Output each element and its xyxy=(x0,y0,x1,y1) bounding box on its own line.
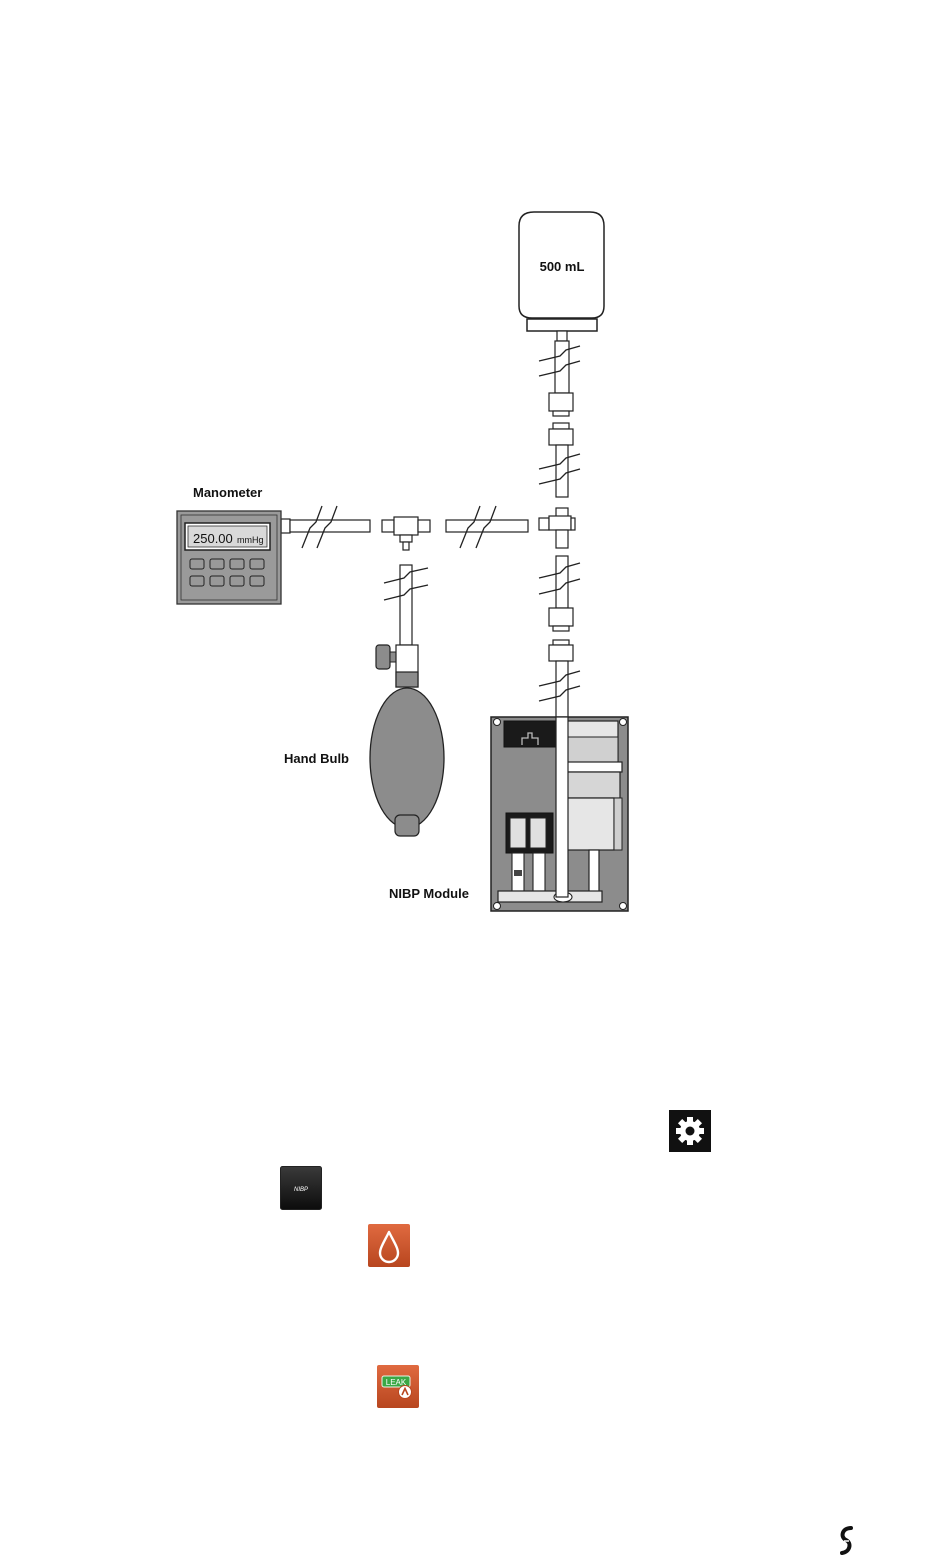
gear-icon[interactable] xyxy=(669,1110,711,1152)
manometer-unit: mmHg xyxy=(237,535,264,545)
drop-icon[interactable] xyxy=(368,1224,410,1267)
hand-bulb: Hand Bulb xyxy=(284,565,444,836)
manometer: 250.00 mmHg Manometer xyxy=(177,485,281,604)
nibp-tile-icon[interactable]: NIBP xyxy=(280,1166,322,1210)
brand-logo-icon xyxy=(836,1525,858,1557)
bottle-label: 500 mL xyxy=(540,259,585,274)
leak-test-icon[interactable]: LEAK xyxy=(377,1365,419,1408)
vertical-tubing xyxy=(539,341,575,721)
manometer-reading: 250.00 xyxy=(193,531,233,546)
nibp-module-label: NIBP Module xyxy=(389,886,469,901)
manometer-label: Manometer xyxy=(193,485,262,500)
bottle: 500 mL xyxy=(519,212,604,341)
hand-bulb-label: Hand Bulb xyxy=(284,751,349,766)
nibp-tile-label: NIBP xyxy=(294,1187,308,1193)
